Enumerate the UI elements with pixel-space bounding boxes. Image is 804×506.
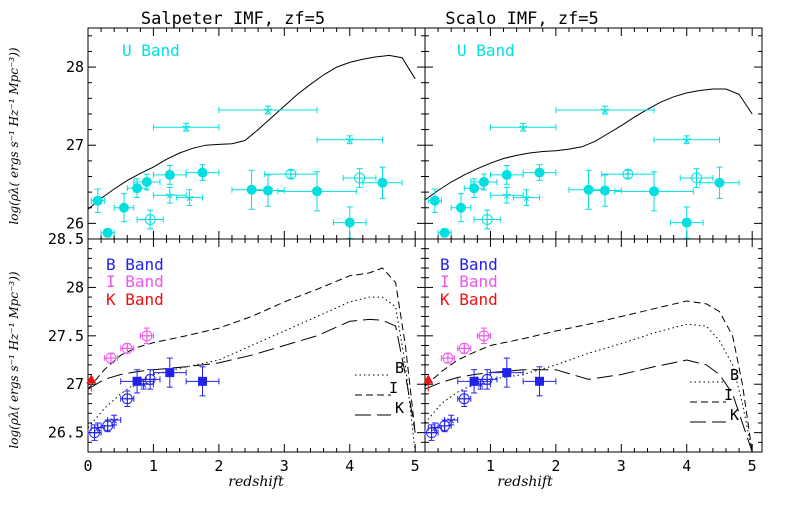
y-tick-label: 28 bbox=[66, 58, 84, 76]
y-tick-label: 28.5 bbox=[48, 230, 84, 248]
y-tick-label: 26.5 bbox=[48, 424, 84, 442]
model-curve-i bbox=[88, 267, 416, 433]
legend-label-b: B bbox=[730, 366, 739, 384]
filled-circle-marker bbox=[439, 227, 450, 238]
star-marker bbox=[522, 193, 531, 202]
star-marker bbox=[263, 106, 272, 114]
x-tick-label: 3 bbox=[280, 457, 289, 475]
filled-square-marker bbox=[502, 368, 512, 378]
y-tick-label: 27 bbox=[66, 136, 84, 154]
filled-circle-marker bbox=[118, 202, 129, 213]
panel-title-left: Salpeter IMF, zf=5 bbox=[141, 9, 325, 29]
triangle-marker-k bbox=[423, 374, 434, 384]
filled-circle-marker bbox=[714, 177, 725, 188]
model-curve-b bbox=[425, 323, 753, 452]
filled-square-marker bbox=[535, 376, 545, 386]
filled-circle-marker bbox=[681, 217, 692, 228]
u-band-label-left: U Band bbox=[122, 41, 180, 60]
filled-square-marker bbox=[132, 376, 142, 386]
legend-label-b: B bbox=[395, 359, 404, 377]
filled-circle-marker bbox=[599, 185, 610, 196]
x-tick-label: 5 bbox=[748, 457, 757, 475]
filled-circle-marker bbox=[92, 195, 103, 206]
y-tick-label: 28 bbox=[66, 278, 84, 296]
i-band-label-left: I Band bbox=[106, 272, 164, 291]
b-band-label-left: B Band bbox=[106, 255, 164, 274]
x-tick-label: 4 bbox=[682, 457, 691, 475]
model-curve-u bbox=[88, 54, 416, 210]
y-axis-label-top: log(ρλ( ergs s⁻¹ Hz⁻¹ Mpc⁻³)) bbox=[7, 47, 21, 224]
model-curve-u bbox=[425, 88, 753, 201]
x-tick-label: 1 bbox=[486, 457, 495, 475]
filled-square-marker bbox=[165, 368, 175, 378]
b-band-label-right: B Band bbox=[440, 255, 498, 274]
star-marker bbox=[519, 123, 528, 131]
star-marker bbox=[139, 380, 148, 388]
filled-circle-marker bbox=[377, 177, 388, 188]
star-marker bbox=[345, 135, 354, 144]
filled-circle-marker bbox=[132, 183, 143, 194]
panel-title-right: Scalo IMF, zf=5 bbox=[445, 9, 599, 29]
star-marker bbox=[502, 191, 511, 199]
x-tick-label: 2 bbox=[551, 457, 560, 475]
filled-circle-marker bbox=[141, 176, 152, 187]
star-marker bbox=[182, 123, 191, 131]
filled-square-marker bbox=[469, 376, 479, 386]
k-band-label-right: K Band bbox=[440, 290, 498, 309]
filled-circle-marker bbox=[501, 169, 512, 180]
filled-circle-marker bbox=[455, 202, 466, 213]
filled-circle-marker bbox=[262, 185, 273, 196]
legend-label-k: K bbox=[395, 399, 404, 417]
y-tick-label: 27.5 bbox=[48, 327, 84, 345]
y-tick-label: 26 bbox=[66, 214, 84, 232]
filled-circle-marker bbox=[534, 167, 545, 178]
filled-circle-marker bbox=[344, 217, 355, 228]
model-curve-k bbox=[425, 359, 753, 452]
star-marker bbox=[93, 423, 102, 432]
x-tick-label: 2 bbox=[214, 457, 223, 475]
model-curve-k bbox=[88, 318, 416, 433]
y-axis-label-bottom: log(ρλ( ergs s⁻¹ Hz⁻¹ Mpc⁻³)) bbox=[7, 271, 21, 448]
i-band-label-right: I Band bbox=[440, 272, 498, 291]
x-tick-label: 3 bbox=[617, 457, 626, 475]
x-tick-label: 5 bbox=[411, 457, 420, 475]
x-axis-label-right: redshift bbox=[497, 474, 553, 490]
star-marker bbox=[165, 191, 174, 199]
u-band-label-right: U Band bbox=[457, 41, 515, 60]
filled-circle-marker bbox=[164, 169, 175, 180]
x-tick-label: 1 bbox=[149, 457, 158, 475]
filled-circle-marker bbox=[469, 183, 480, 194]
x-axis-label-left: redshift bbox=[228, 474, 284, 490]
star-marker bbox=[110, 416, 119, 424]
star-marker bbox=[185, 193, 194, 202]
x-tick-label: 4 bbox=[345, 457, 354, 475]
filled-circle-marker bbox=[197, 167, 208, 178]
star-marker bbox=[476, 380, 485, 388]
x-tick-label: 0 bbox=[83, 457, 92, 475]
star-marker bbox=[447, 416, 456, 424]
k-band-label-left: K Band bbox=[106, 290, 164, 309]
star-marker bbox=[430, 423, 439, 432]
y-tick-label: 27 bbox=[66, 375, 84, 393]
star-marker bbox=[682, 135, 691, 144]
filled-circle-marker bbox=[102, 227, 113, 238]
filled-circle-marker bbox=[649, 186, 660, 197]
filled-square-marker bbox=[198, 376, 208, 386]
legend-label-i: I bbox=[389, 379, 398, 397]
triangle-marker-k bbox=[86, 374, 97, 384]
filled-circle-marker bbox=[478, 176, 489, 187]
legend-label-i: I bbox=[724, 386, 733, 404]
filled-circle-marker bbox=[312, 186, 323, 197]
legend-label-k: K bbox=[730, 406, 739, 424]
star-marker bbox=[600, 106, 609, 114]
filled-circle-marker bbox=[429, 195, 440, 206]
